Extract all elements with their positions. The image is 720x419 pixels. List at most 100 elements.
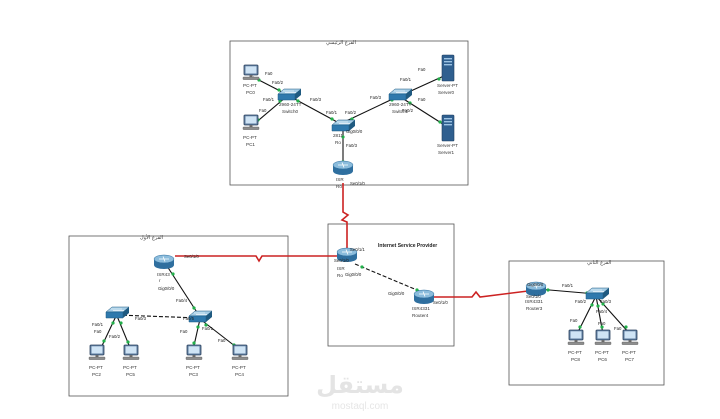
top-router-model: 2811 <box>333 133 343 138</box>
mostaql-watermark: مستقل mostaql.com <box>316 371 404 412</box>
router3[interactable]: ISR4331 Router3 <box>525 281 547 311</box>
pc1[interactable]: PC-PT PC1 <box>242 114 260 147</box>
switch0-name: Switch0 <box>282 109 299 114</box>
server0-model: Server-PT <box>437 83 458 88</box>
port-label: Fa0/3 <box>346 143 358 148</box>
port-label: Gig0/0/0 <box>158 286 175 291</box>
port-label: Se0/1/0 <box>184 254 199 259</box>
port-label: Fa0 <box>265 71 273 76</box>
pc7[interactable]: PC-PT PC7 <box>621 329 639 362</box>
port-label: Fa0 <box>180 329 188 334</box>
port-label: Fa0 <box>598 321 606 326</box>
pc6[interactable]: PC-PT PC6 <box>594 329 612 362</box>
branch-two-area <box>508 260 665 386</box>
port-label: Fa0/4 <box>176 298 188 303</box>
port-label: Gig0/0/0 <box>527 282 544 287</box>
pc4[interactable]: PC-PT PC4 <box>231 344 249 377</box>
port-label: Fa0 <box>418 67 426 72</box>
switch1-model: 2960-24TT <box>389 102 412 107</box>
port-label: Fa0/2 <box>575 299 587 304</box>
pc8-name: PC8 <box>571 357 580 362</box>
port-label: Fa0/2 <box>402 108 414 113</box>
port-label: Fa0/5 <box>183 316 195 321</box>
port-label: Fa0/3 <box>310 97 322 102</box>
port-label: Se0/1/0 <box>350 181 365 186</box>
port-label: Fa0 <box>614 326 622 331</box>
isp-router[interactable]: ISR Ro <box>336 247 358 278</box>
port-label: Fa0/2 <box>109 334 121 339</box>
port-label: Fa0 <box>218 338 226 343</box>
port-label: Fa0/3 <box>600 299 612 304</box>
port-label: Fa0 <box>418 97 426 102</box>
pc8[interactable]: PC-PT PC8 <box>567 329 585 362</box>
port-label: Gig0/0/0 <box>345 272 362 277</box>
edge-router-main[interactable]: ISR Ro <box>332 160 354 189</box>
pc1-model: PC-PT <box>243 135 257 140</box>
port-label: Se0/1/0 <box>433 300 448 305</box>
port-labels-isp: Se0/1/1 Gig0/0/0 Se0/1/0 Se0/1/0 Gig0/0/… <box>334 247 448 305</box>
port-label: Fa0/1 <box>326 110 338 115</box>
pc5-name: PC5 <box>126 372 135 377</box>
port-labels-top: Fa0 Fa0/2 Fa0/1 Fa0 Fa0/3 Fa0/1 Fa0/2 Fa… <box>259 67 426 186</box>
switch0-model: 2960-24TT <box>279 102 302 107</box>
serial-link-top-isp <box>340 183 350 251</box>
router3-name: Router3 <box>526 306 543 311</box>
edge-router-main-model: ISR <box>336 177 344 182</box>
port-label: Fa0/1 <box>202 326 214 331</box>
pc5-model: PC-PT <box>123 365 137 370</box>
pc6-name: PC6 <box>598 357 607 362</box>
pc4-model: PC-PT <box>232 365 246 370</box>
pc3[interactable]: PC-PT PC3 <box>185 344 203 377</box>
pc7-model: PC-PT <box>622 350 636 355</box>
pc6-model: PC-PT <box>595 350 609 355</box>
port-label: Fa0/3 <box>370 95 382 100</box>
link-status-lights <box>102 77 628 347</box>
router4[interactable]: ISR4331 Router4 <box>412 289 435 318</box>
branch-two-title: الفرع الثاني <box>587 260 611 266</box>
server0[interactable]: Server-PT Server0 <box>437 54 458 95</box>
main-branch-title: الفرع الرئيسي <box>326 40 356 46</box>
pc5[interactable]: PC-PT PC5 <box>122 344 140 377</box>
server1[interactable]: Server-PT Server1 <box>437 114 458 155</box>
watermark-arabic: مستقل <box>316 371 404 399</box>
switch0[interactable]: 2960-24TT Switch0 <box>277 88 302 114</box>
right-switch[interactable] <box>585 287 610 300</box>
port-label: Fa0 <box>259 108 267 113</box>
port-label: Gig0/0/0 <box>388 291 405 296</box>
watermark-latin: mostaql.com <box>332 401 389 412</box>
port-label: Fa0/4 <box>596 309 608 314</box>
port-label: Fa0 <box>570 318 578 323</box>
port-label: Fa0/2 <box>272 80 284 85</box>
serial-link-isp-right <box>426 289 537 298</box>
left-router-name: r <box>159 278 161 283</box>
switch1[interactable]: 2960-24TT Switch1 <box>388 88 413 114</box>
top-router[interactable]: 2811 Ro <box>331 119 356 145</box>
port-label: Fa0/2 <box>345 110 357 115</box>
port-label: Gig0/0/0 <box>346 129 363 134</box>
pc0-model: PC-PT <box>243 83 257 88</box>
pc0[interactable]: PC-PT PC0 <box>242 64 260 95</box>
crossover-link-isp-router4 <box>354 263 425 294</box>
branch-one-area <box>68 235 289 397</box>
left-router[interactable]: ISR43 r <box>153 254 175 283</box>
pc3-model: PC-PT <box>186 365 200 370</box>
isp-router-name: Ro <box>337 273 343 278</box>
port-label: Fa0 <box>94 329 102 334</box>
server1-name: Server1 <box>438 150 455 155</box>
top-router-name: Ro <box>335 140 341 145</box>
port-label: Fa0/1 <box>562 283 574 288</box>
pc2[interactable]: PC-PT PC2 <box>88 344 106 377</box>
router3-model: ISR4331 <box>525 299 543 304</box>
left-switch-a[interactable] <box>105 306 130 319</box>
port-label: Fa0/3 <box>135 316 147 321</box>
port-label: Se0/1/0 <box>526 294 541 299</box>
pc1-name: PC1 <box>246 142 255 147</box>
pc2-model: PC-PT <box>89 365 103 370</box>
port-labels-left: Se0/1/0 Gig0/0/0 Fa0/4 Fa0/3 Fa0/5 Fa0/1… <box>92 254 226 343</box>
isp-title: Internet Service Provider <box>378 243 437 249</box>
port-labels-right: Se0/1/0 Gig0/0/0 Fa0/1 Fa0/2 Fa0/3 Fa0/4… <box>526 282 622 331</box>
pc3-name: PC3 <box>189 372 198 377</box>
crossover-link-sw-sw-left <box>116 314 201 319</box>
left-router-model: ISR43 <box>157 272 170 277</box>
